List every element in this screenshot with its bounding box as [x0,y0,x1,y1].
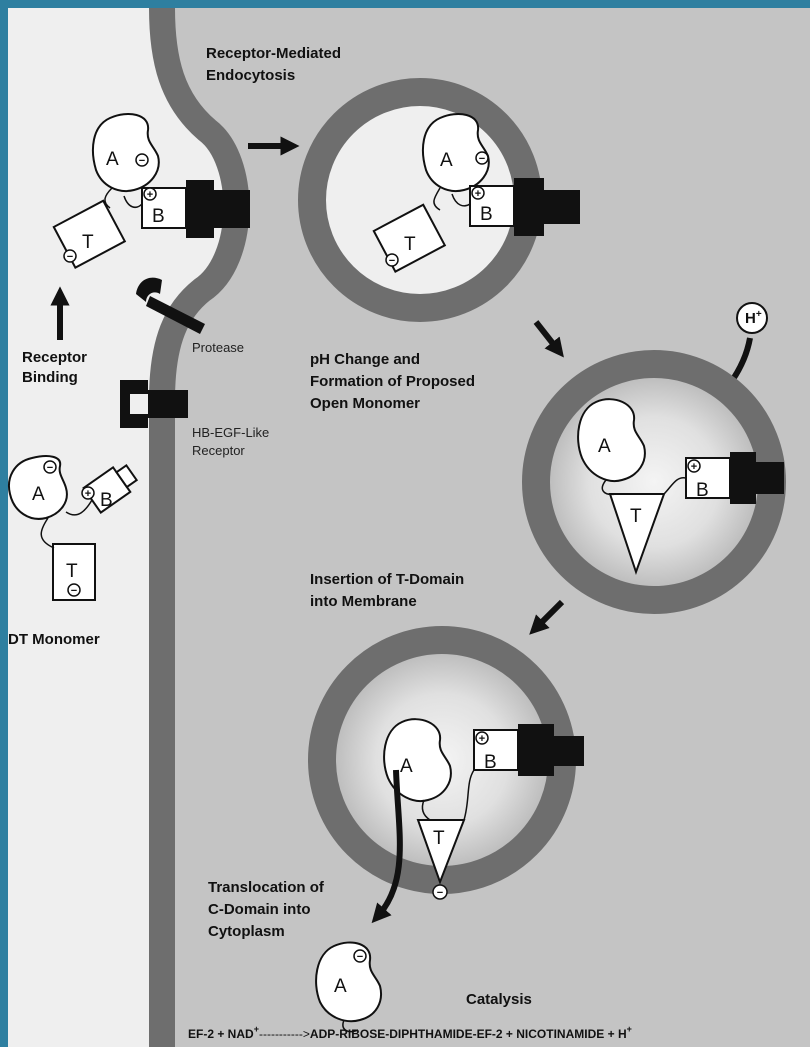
receptor-binding-label: Receptor Binding [22,349,91,386]
ph-change-label: pH Change and Formation of Proposed Open… [310,351,479,412]
minus-charge: − [357,951,363,963]
minus-charge: − [479,153,485,165]
translocation-label: Translocation of C-Domain into Cytoplasm [208,879,328,940]
t-domain-label: T [404,234,416,255]
proton-label: H+ [745,309,762,327]
reaction-equation: EF-2 + NAD+----------->ADP-RIBOSE-DIPHTH… [188,1024,632,1041]
insertion-arrow [529,599,565,635]
b-domain-label: B [100,490,113,511]
a-domain-label: A [334,976,347,997]
t-domain-label: T [82,232,94,253]
dt-bound-surface: A − B + T − [52,113,250,269]
minus-charge: − [67,251,73,263]
plus-charge: + [479,733,485,745]
a-domain-label: A [400,756,413,777]
t-domain-label: T [433,828,445,849]
endocytosis-label: Receptor-Mediated Endocytosis [206,45,345,84]
a-domain-cytoplasm: A − [315,941,382,1033]
minus-charge: − [71,585,77,597]
dt-monomer-label: DT Monomer [8,631,100,648]
proton-icon [736,302,768,334]
a-domain-label: A [106,149,119,170]
plus-charge: + [85,488,91,500]
plus-charge: + [147,189,153,201]
plus-charge: + [691,461,697,473]
extracellular-region [8,8,225,1047]
minus-charge: − [47,462,53,474]
minus-charge: − [389,255,395,267]
dt-monomer-free: A − B + T − [8,455,139,601]
minus-charge: − [437,887,443,899]
b-domain-label: B [152,206,165,227]
ph-change-arrow [533,320,564,358]
endosome-1: A − B + T − [298,78,580,322]
equation-arrow: -----------> [259,1027,310,1041]
equation-left: EF-2 + NAD [188,1027,254,1041]
protease-label: Protease [192,340,244,355]
b-domain-label: B [696,480,709,501]
insertion-label: Insertion of T-Domain into Membrane [310,571,468,610]
endosome-3: A T − B + [308,626,584,900]
equation-right: ADP-RIBOSE-DIPHTHAMIDE-EF-2 + NICOTINAMI… [310,1027,627,1041]
b-domain-label: B [480,204,493,225]
b-domain-tab [115,463,139,489]
a-domain-label: A [598,436,611,457]
hb-egf-receptor [120,380,188,428]
a-domain-label: A [440,150,453,171]
t-domain-label: T [66,561,78,582]
endosome-2: A T B + [522,350,786,614]
b-domain-label: B [484,752,497,773]
t-domain-label: T [630,506,642,527]
receptor-label: HB-EGF-Like Receptor [192,425,273,458]
protease [136,277,205,334]
plus-charge: + [475,188,481,200]
a-domain-label: A [32,484,45,505]
catalysis-label: Catalysis [466,991,532,1008]
minus-charge: − [139,155,145,167]
translocation-arrow [371,769,403,924]
